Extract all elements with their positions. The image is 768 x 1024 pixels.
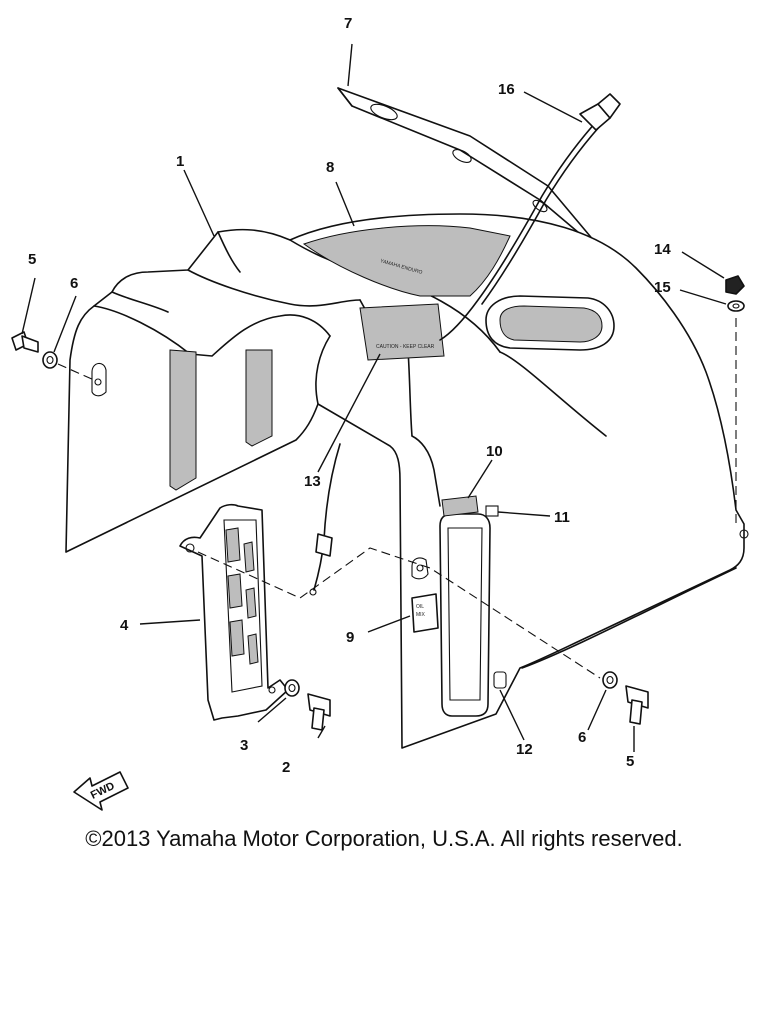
callout-15: 15 (654, 279, 671, 296)
part-bolt-left-upper (11, 331, 39, 353)
callout-13: 13 (304, 473, 321, 490)
callout-7: 7 (344, 15, 352, 32)
callout-12: 12 (516, 741, 533, 758)
copyright-notice: ©2013 Yamaha Motor Corporation, U.S.A. A… (85, 826, 683, 851)
part-washer-right (602, 671, 618, 689)
callout-16: 16 (498, 81, 515, 98)
callout-4: 4 (120, 617, 129, 634)
callout-11: 11 (554, 509, 570, 526)
callout-5-right: 5 (626, 753, 634, 770)
part-bottom-cowling: YAMAHA ENDURO CAUTION - KEEP CLEAR OIL M… (65, 213, 749, 749)
part-intake-grille (179, 503, 289, 721)
svg-text:OIL: OIL (416, 604, 424, 610)
callout-3: 3 (240, 737, 248, 754)
svg-text:CAUTION - KEEP CLEAR: CAUTION - KEEP CLEAR (376, 344, 435, 350)
part-nut-right (725, 275, 745, 295)
callout-9: 9 (346, 629, 354, 646)
part-bolt-right (625, 685, 649, 725)
part-washer-rear (727, 300, 745, 312)
callout-8: 8 (326, 159, 334, 176)
svg-text:MIX: MIX (416, 612, 426, 618)
part-washer-grille (284, 679, 300, 697)
part-washer-left-upper (42, 351, 58, 369)
callout-5-left: 5 (28, 251, 36, 268)
callout-1: 1 (176, 153, 184, 170)
callout-labels: 1 2 3 4 5 5 6 6 7 8 9 10 11 12 13 14 15 … (28, 15, 671, 776)
fwd-arrow-icon: FWD (73, 771, 129, 811)
callout-6-right: 6 (578, 729, 586, 746)
part-bolt-grille (307, 693, 331, 731)
callout-2: 2 (282, 759, 290, 776)
callout-10: 10 (486, 443, 503, 460)
leader-lines (21, 43, 727, 752)
callout-14: 14 (654, 241, 671, 258)
callout-6-left: 6 (70, 275, 78, 292)
part-control-cable (309, 93, 621, 596)
